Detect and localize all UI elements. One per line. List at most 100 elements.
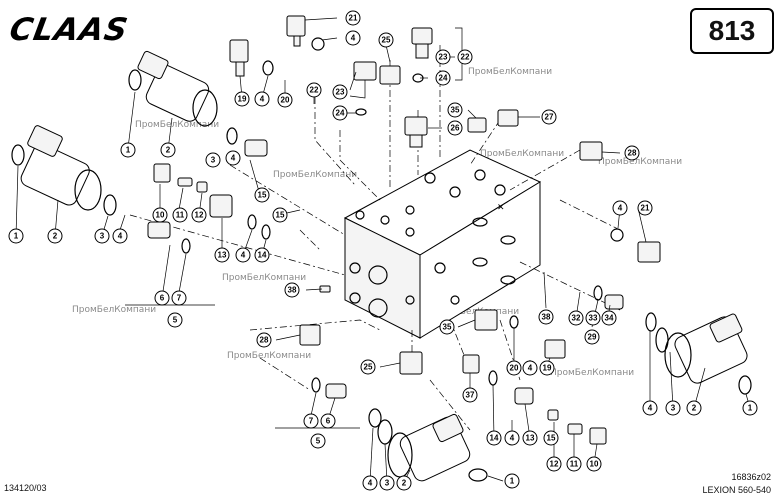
callout-35: 35 bbox=[439, 319, 455, 335]
callout-3: 3 bbox=[94, 228, 110, 244]
callout-25: 25 bbox=[360, 359, 376, 375]
callout-4: 4 bbox=[522, 360, 538, 376]
svg-text:12: 12 bbox=[195, 211, 204, 220]
svg-text:2: 2 bbox=[166, 146, 171, 155]
callout-1: 1 bbox=[8, 228, 24, 244]
svg-text:14: 14 bbox=[258, 251, 267, 260]
callout-4: 4 bbox=[112, 228, 128, 244]
callout-5: 5 bbox=[167, 312, 183, 328]
callout-15: 15 bbox=[254, 187, 270, 203]
callout-6: 6 bbox=[154, 290, 170, 306]
svg-text:21: 21 bbox=[641, 204, 650, 213]
solenoid-coil bbox=[137, 50, 218, 127]
svg-text:24: 24 bbox=[439, 74, 448, 83]
callout-4: 4 bbox=[235, 247, 251, 263]
callout-20: 20 bbox=[277, 92, 293, 108]
o-rings bbox=[11, 37, 752, 482]
svg-text:4: 4 bbox=[241, 251, 246, 260]
svg-text:13: 13 bbox=[526, 434, 535, 443]
svg-text:4: 4 bbox=[528, 364, 533, 373]
callout-15: 15 bbox=[543, 430, 559, 446]
callout-14: 14 bbox=[254, 247, 270, 263]
svg-text:5: 5 bbox=[316, 437, 321, 446]
svg-text:33: 33 bbox=[589, 314, 598, 323]
svg-text:23: 23 bbox=[336, 88, 345, 97]
callout-4: 4 bbox=[345, 30, 361, 46]
svg-text:23: 23 bbox=[439, 53, 448, 62]
page-number: 813 bbox=[690, 8, 774, 54]
svg-text:15: 15 bbox=[276, 211, 285, 220]
callout-20: 20 bbox=[506, 360, 522, 376]
svg-text:3: 3 bbox=[671, 404, 676, 413]
svg-text:✕: ✕ bbox=[497, 203, 505, 213]
svg-text:2: 2 bbox=[402, 479, 407, 488]
callout-29: 29 bbox=[584, 329, 600, 345]
callout-2: 2 bbox=[47, 228, 63, 244]
svg-text:25: 25 bbox=[364, 363, 373, 372]
callout-2: 2 bbox=[396, 475, 412, 491]
svg-text:5: 5 bbox=[173, 316, 178, 325]
svg-text:38: 38 bbox=[542, 313, 551, 322]
callout-4: 4 bbox=[612, 200, 628, 216]
svg-text:32: 32 bbox=[572, 314, 581, 323]
watermark: ПромБелКомпани bbox=[227, 351, 312, 361]
svg-text:4: 4 bbox=[510, 434, 515, 443]
callout-23: 23 bbox=[332, 84, 348, 100]
callout-2: 2 bbox=[160, 142, 176, 158]
callout-5: 5 bbox=[310, 433, 326, 449]
callout-4: 4 bbox=[225, 150, 241, 166]
watermark: ПромБелКомпани bbox=[480, 149, 565, 159]
figure-code: 16836z02 bbox=[731, 472, 771, 482]
svg-text:28: 28 bbox=[628, 149, 637, 158]
callout-11: 11 bbox=[172, 207, 188, 223]
svg-text:1: 1 bbox=[126, 146, 131, 155]
svg-text:2: 2 bbox=[692, 404, 697, 413]
svg-text:4: 4 bbox=[618, 204, 623, 213]
svg-text:4: 4 bbox=[231, 154, 236, 163]
document-code: 134120/03 bbox=[4, 483, 47, 493]
callout-11: 11 bbox=[566, 456, 582, 472]
callout-7: 7 bbox=[303, 413, 319, 429]
svg-text:24: 24 bbox=[336, 109, 345, 118]
callout-10: 10 bbox=[152, 207, 168, 223]
svg-text:3: 3 bbox=[211, 156, 216, 165]
callout-32: 32 bbox=[568, 310, 584, 326]
callout-1: 1 bbox=[742, 400, 758, 416]
svg-text:4: 4 bbox=[351, 34, 356, 43]
svg-text:13: 13 bbox=[218, 251, 227, 260]
svg-text:10: 10 bbox=[590, 460, 599, 469]
watermark: ПромБелКомпани bbox=[550, 368, 635, 378]
callout-1: 1 bbox=[120, 142, 136, 158]
svg-text:35: 35 bbox=[443, 323, 452, 332]
callout-38: 38 bbox=[538, 309, 554, 325]
svg-text:28: 28 bbox=[260, 336, 269, 345]
centre-lines bbox=[129, 45, 621, 431]
callout-3: 3 bbox=[379, 475, 395, 491]
callout-19: 19 bbox=[539, 360, 555, 376]
svg-text:19: 19 bbox=[543, 364, 552, 373]
svg-text:22: 22 bbox=[461, 53, 470, 62]
callout-22: 22 bbox=[306, 82, 322, 98]
svg-text:34: 34 bbox=[605, 314, 614, 323]
callout-28: 28 bbox=[624, 145, 640, 161]
svg-text:2: 2 bbox=[53, 232, 58, 241]
svg-text:22: 22 bbox=[310, 86, 319, 95]
watermark: ПромБелКомпани bbox=[468, 67, 553, 77]
callouts: 1 2 3 4 1 2 3 4 6 7 5 10 11 12 13 4 14 1… bbox=[8, 10, 758, 491]
callout-4: 4 bbox=[362, 475, 378, 491]
svg-text:1: 1 bbox=[748, 404, 753, 413]
callout-37: 37 bbox=[462, 387, 478, 403]
callout-23: 23 bbox=[435, 49, 451, 65]
callout-4: 4 bbox=[254, 91, 270, 107]
watermark: ПромБелКомпани bbox=[72, 305, 157, 315]
svg-text:1: 1 bbox=[14, 232, 19, 241]
svg-text:15: 15 bbox=[258, 191, 267, 200]
callout-24: 24 bbox=[332, 105, 348, 121]
svg-text:4: 4 bbox=[648, 404, 653, 413]
svg-text:37: 37 bbox=[466, 391, 475, 400]
svg-text:12: 12 bbox=[550, 460, 559, 469]
callout-22: 22 bbox=[457, 49, 473, 65]
callout-13: 13 bbox=[214, 247, 230, 263]
